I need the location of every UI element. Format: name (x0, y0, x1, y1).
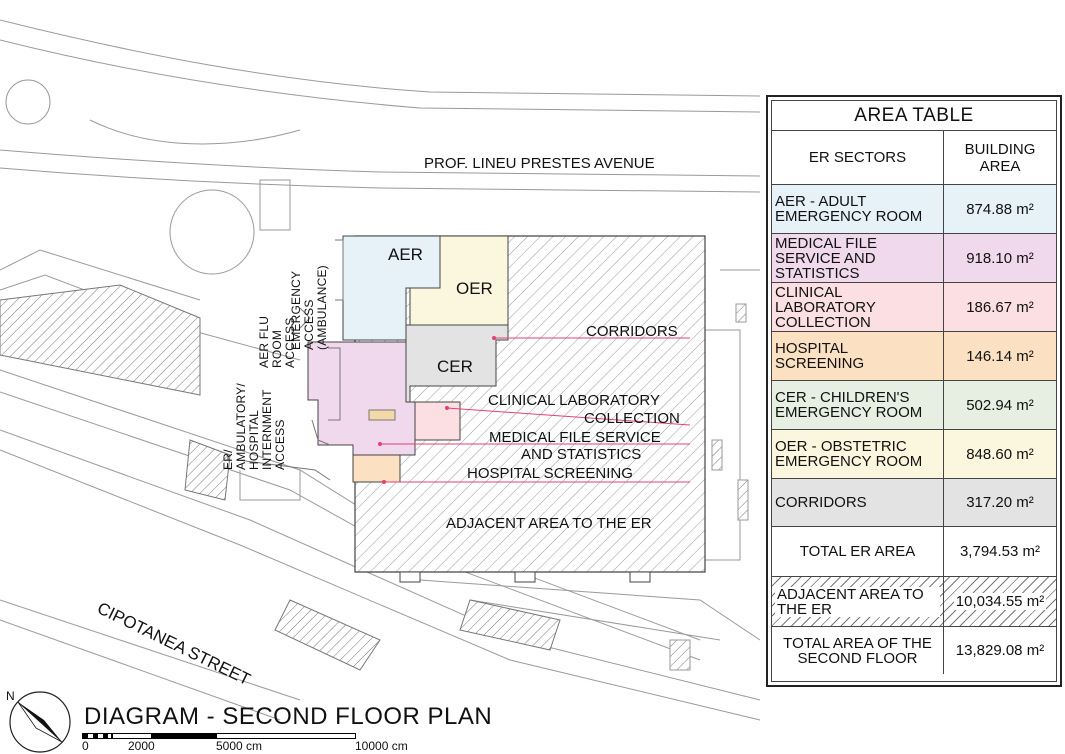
medical-file-zone (307, 341, 416, 471)
row-area: 146.14 m² (966, 347, 1034, 365)
header-sector: ER SECTORS (772, 131, 944, 184)
row-area: 874.88 m² (966, 200, 1034, 218)
table-row-aer: AER - ADULT EMERGENCY ROOM 874.88 m² (772, 185, 1056, 234)
clinical-lab-zone (414, 401, 461, 441)
diagram-title: DIAGRAM - SECOND FLOOR PLAN (84, 703, 493, 730)
table-row-corridors: CORRIDORS 317.20 m² (772, 479, 1056, 527)
row-area: 10,034.55 m² (944, 577, 1056, 626)
table-row-adjacent: ADJACENT AREA TO THE ER 10,034.55 m² (772, 577, 1056, 627)
site-context (0, 19, 761, 721)
svg-text:INTERNMENT: INTERNMENT (260, 389, 274, 470)
scale-bar: 0 2000 5000 cm 10000 cm (82, 733, 422, 754)
row-sector: CLINICAL LABORATORY COLLECTION (772, 283, 944, 331)
row-sector: TOTAL ER AREA (772, 527, 944, 576)
svg-text:ACCESS: ACCESS (302, 299, 316, 350)
row-sector: MEDICAL FILE SERVICE AND STATISTICS (772, 234, 944, 282)
medical-file-callout-line2: AND STATISTICS (521, 446, 641, 463)
row-sector: HOSPITAL SCREENING (772, 332, 944, 380)
oer-label: OER (456, 279, 493, 298)
svg-text:ROOM: ROOM (270, 330, 284, 368)
cer-label: CER (437, 357, 473, 376)
entrance-details (237, 239, 344, 481)
row-sector: ADJACENT AREA TO THE ER (772, 577, 944, 626)
svg-text:AMBULATORY/: AMBULATORY/ (234, 383, 248, 470)
adjacent-area-label: ADJACENT AREA TO THE ER (446, 515, 652, 532)
table-row-cer: CER - CHILDREN'S EMERGENCY ROOM 502.94 m… (772, 381, 1056, 430)
er-sectors (307, 235, 509, 483)
scale-segment (152, 733, 216, 739)
scale-tick-5000: 5000 cm (216, 739, 263, 753)
row-area: 848.60 m² (966, 445, 1034, 463)
clinical-lab-callout-line2: COLLECTION (584, 410, 680, 427)
avenue-label: PROF. LINEU PRESTES AVENUE (424, 155, 655, 172)
table-row-total-er: TOTAL ER AREA 3,794.53 m² (772, 527, 1056, 577)
scale-segment (82, 733, 112, 739)
flu-room-access-label: AER FLU ROOM ACCESS (257, 316, 297, 368)
table-row-hospital-screening: HOSPITAL SCREENING 146.14 m² (772, 332, 1056, 381)
row-area: 317.20 m² (966, 494, 1034, 511)
hospital-screening-callout: HOSPITAL SCREENING (467, 465, 633, 482)
scale-tick-0: 0 (82, 739, 89, 753)
row-area: 3,794.53 m² (959, 543, 1041, 560)
table-row-total-floor: TOTAL AREA OF THE SECOND FLOOR 13,829.08… (772, 627, 1056, 674)
svg-text:EMERGENCY: EMERGENCY (289, 271, 303, 350)
corridors-callout: CORRIDORS (586, 323, 678, 340)
row-area: 502.94 m² (966, 396, 1034, 414)
row-sector: CER - CHILDREN'S EMERGENCY ROOM (772, 381, 944, 429)
scale-tick-2000: 2000 (128, 739, 155, 753)
header-area: BUILDING AREA (964, 140, 1036, 175)
row-sector: CORRIDORS (772, 479, 944, 526)
row-area: 13,829.08 m² (955, 642, 1045, 659)
north-label: N (6, 689, 15, 703)
svg-text:ACCESS: ACCESS (273, 419, 287, 470)
row-sector: OER - OBSTETRIC EMERGENCY ROOM (772, 430, 944, 478)
scale-segment (216, 733, 356, 739)
svg-text:AER FLU: AER FLU (257, 316, 271, 368)
area-table: AREA TABLE ER SECTORS BUILDING AREA AER … (766, 95, 1062, 687)
internment-access-label: ER/ AMBULATORY/ HOSPITAL INTERNMENT ACCE… (221, 383, 287, 470)
scale-tick-10000: 10000 cm (355, 739, 408, 753)
leader-lines (380, 337, 691, 483)
row-area-text: 10,034.55 m² (953, 593, 1047, 610)
hospital-screening-zone (352, 454, 401, 483)
emergency-access-label: EMERGENCY ACCESS (AMBULANCE) (289, 265, 329, 350)
table-row-oer: OER - OBSTETRIC EMERGENCY ROOM 848.60 m² (772, 430, 1056, 479)
row-sector: TOTAL AREA OF THE SECOND FLOOR (772, 627, 944, 674)
medical-file-callout-line1: MEDICAL FILE SERVICE (489, 429, 661, 446)
aer-label: AER (388, 245, 423, 264)
svg-text:ER/: ER/ (221, 449, 235, 470)
row-sector-text: ADJACENT AREA TO THE ER (775, 586, 940, 617)
scale-segment (112, 733, 152, 739)
north-arrow-icon: N (6, 689, 71, 753)
neighbor-buildings (0, 284, 561, 671)
svg-text:ACCESS: ACCESS (283, 317, 297, 368)
row-sector: AER - ADULT EMERGENCY ROOM (772, 185, 944, 233)
clinical-lab-callout-line1: CLINICAL LABORATORY (488, 392, 660, 409)
area-table-header: ER SECTORS BUILDING AREA (772, 131, 1056, 185)
svg-text:(AMBULANCE): (AMBULANCE) (315, 265, 329, 350)
table-row-medical-file: MEDICAL FILE SERVICE AND STATISTICS 918.… (772, 234, 1056, 283)
table-row-clinical-lab: CLINICAL LABORATORY COLLECTION 186.67 m² (772, 283, 1056, 332)
svg-text:HOSPITAL: HOSPITAL (247, 410, 261, 470)
row-area: 186.67 m² (966, 298, 1034, 316)
area-table-title: AREA TABLE (772, 101, 1056, 131)
row-area: 918.10 m² (966, 249, 1034, 267)
street-label: CIPOTANEA STREET (94, 599, 253, 690)
